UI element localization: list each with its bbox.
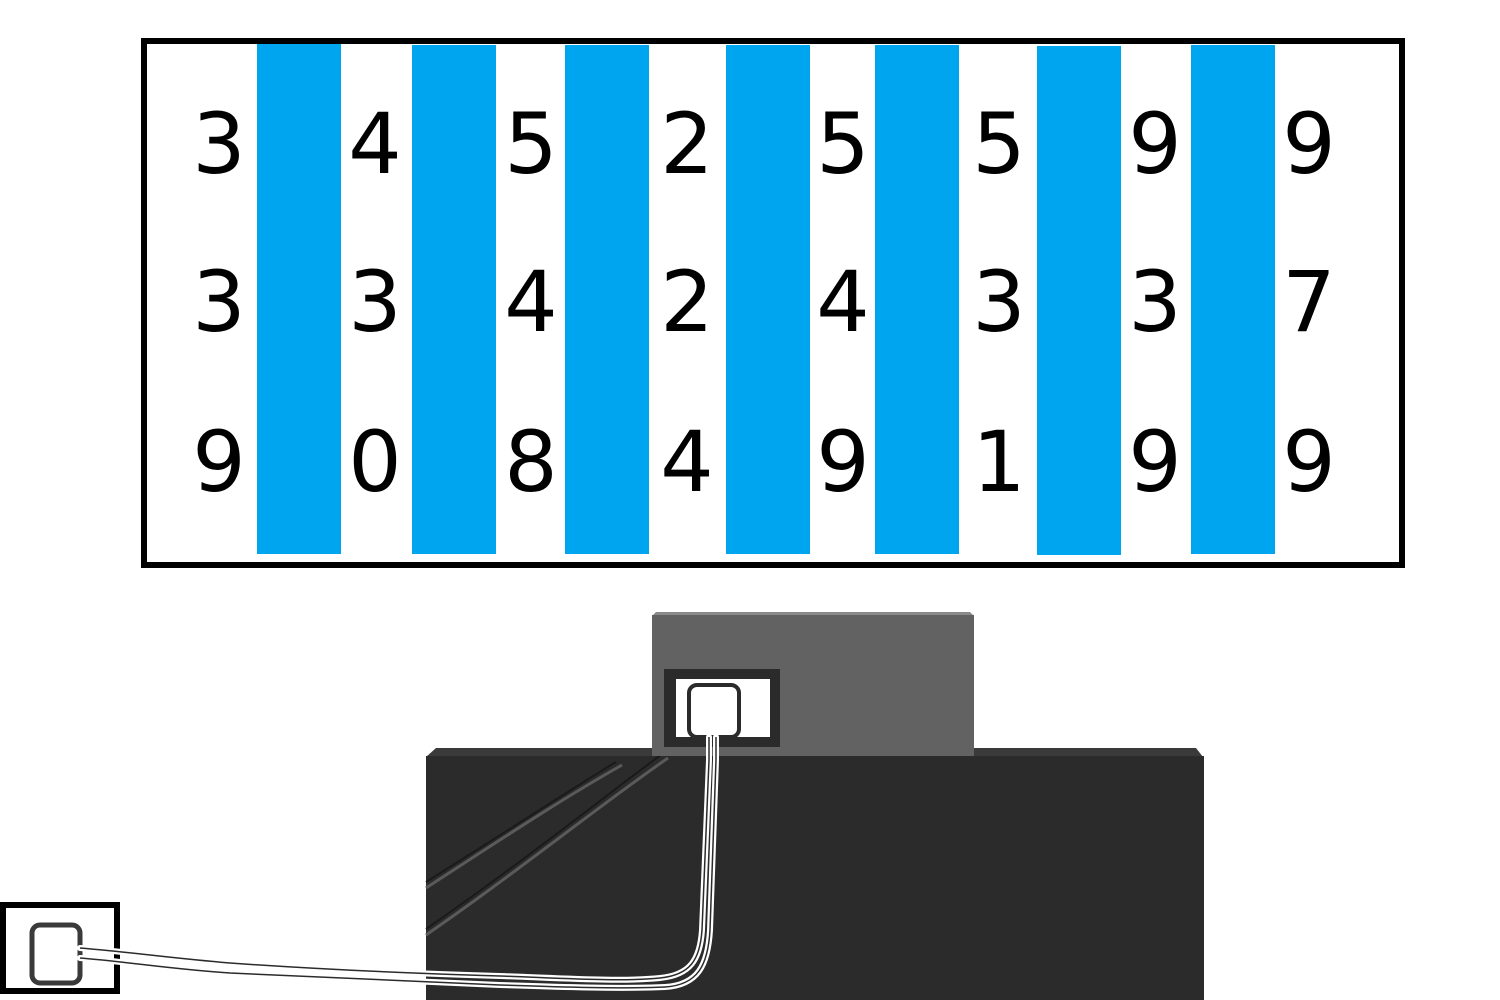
blue-stripe — [875, 45, 959, 554]
digit-cell: 9 — [1282, 95, 1336, 193]
digit-cell: 4 — [660, 413, 714, 511]
blue-stripe — [565, 45, 649, 554]
digit-cell: 4 — [816, 253, 870, 351]
digit-cell: 5 — [504, 95, 558, 193]
digit-cell: 2 — [660, 95, 714, 193]
digit-cell: 1 — [972, 413, 1026, 511]
blue-stripe — [1037, 46, 1121, 555]
digit-cell: 3 — [972, 253, 1026, 351]
blue-stripe — [1191, 45, 1275, 554]
digit-cell: 5 — [972, 95, 1026, 193]
digit-cell: 3 — [348, 253, 402, 351]
digit-cell: 8 — [504, 413, 558, 511]
blue-stripe — [726, 45, 810, 554]
digit-cell: 7 — [1282, 253, 1336, 351]
digit-cell: 2 — [660, 253, 714, 351]
wall-socket-icon — [664, 669, 780, 747]
digit-cell: 9 — [1282, 413, 1336, 511]
blue-stripe — [412, 45, 496, 554]
digit-cell: 3 — [1128, 253, 1182, 351]
desk-icon — [425, 748, 1204, 1000]
digit-cell: 5 — [816, 95, 870, 193]
digit-cell: 9 — [1128, 95, 1182, 193]
digit-cell: 3 — [192, 95, 246, 193]
digit-cell: 4 — [348, 95, 402, 193]
digit-cell: 9 — [816, 413, 870, 511]
digit-cell: 9 — [1128, 413, 1182, 511]
digit-cell: 3 — [192, 253, 246, 351]
digit-cell: 9 — [192, 413, 246, 511]
number-board: 3 3 9 4 3 0 5 4 8 2 2 4 5 4 9 5 3 1 9 3 … — [141, 38, 1405, 568]
blue-stripe — [257, 44, 341, 554]
digit-cell: 4 — [504, 253, 558, 351]
cable-icon — [77, 734, 719, 991]
digit-cell: 0 — [348, 413, 402, 511]
